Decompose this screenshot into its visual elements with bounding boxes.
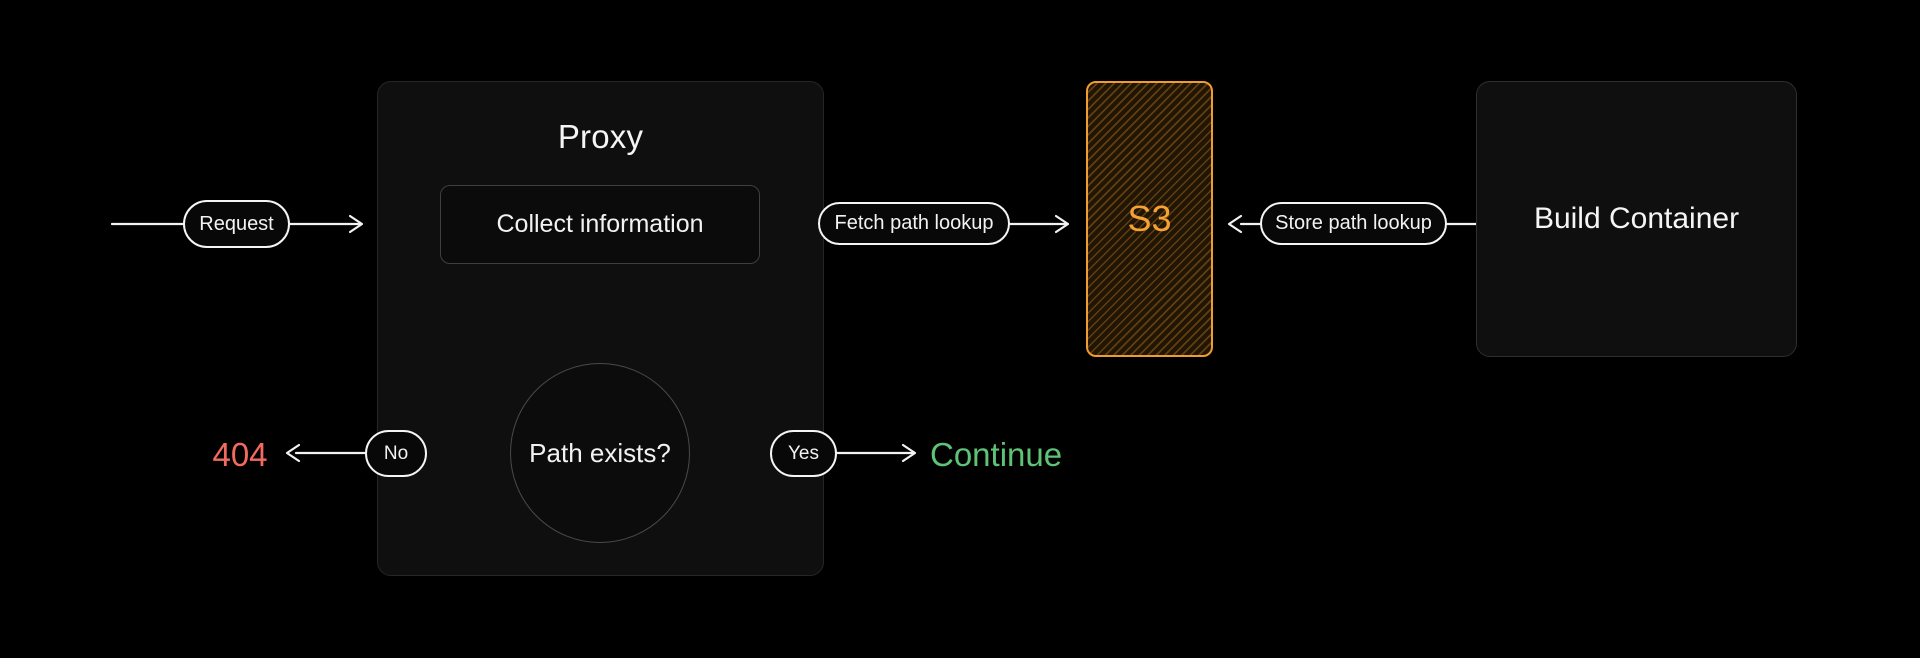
request-edge-label: Request [199,212,274,235]
path-exists-decision-node: Path exists? [510,363,690,543]
arrowhead-into-404 [285,443,301,463]
arrowhead-into-s3-right [1054,214,1070,234]
no-edge-pill: No [365,430,427,477]
outcome-404-label: 404 [212,436,268,473]
outcome-continue-label: Continue [930,436,1063,473]
yes-edge-label: Yes [788,442,819,464]
build-container-label: Build Container [1533,202,1740,235]
s3-node: S3 [1086,81,1213,357]
arrowhead-into-s3-left [1227,214,1243,234]
yes-edge-pill: Yes [770,430,837,477]
fetch-path-lookup-edge-pill: Fetch path lookup [818,202,1010,245]
arrowhead-into-continue [901,443,917,463]
collect-information-node: Collect information [440,185,760,264]
store-path-lookup-edge-pill: Store path lookup [1260,202,1447,245]
collect-information-label: Collect information [496,210,704,238]
no-edge-label: No [383,442,409,464]
build-container-node: Build Container [1476,81,1797,357]
s3-label: S3 [1127,198,1172,239]
store-path-lookup-edge-label: Store path lookup [1275,212,1432,234]
arrowhead-into-proxy [348,214,364,234]
fetch-path-lookup-edge-label: Fetch path lookup [834,212,994,234]
request-edge-pill: Request [183,200,290,248]
proxy-group-title: Proxy [557,118,644,155]
path-exists-label: Path exists? [529,437,671,468]
